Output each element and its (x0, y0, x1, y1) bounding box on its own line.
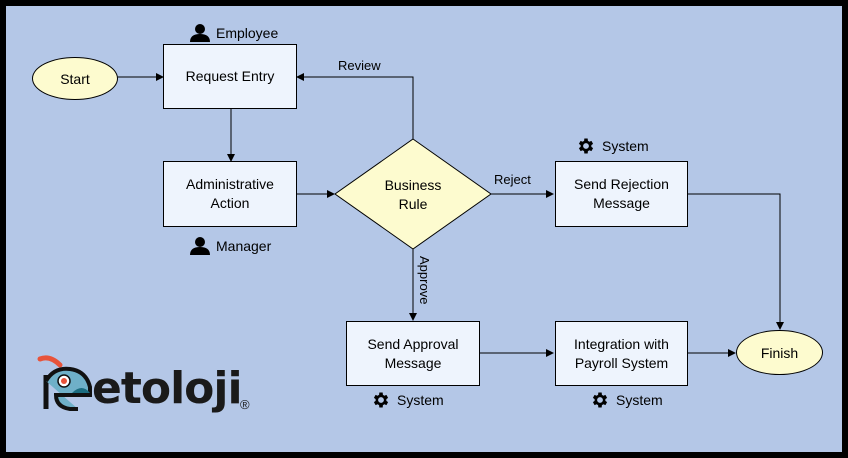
role-manager: Manager (190, 237, 271, 255)
send-approval-node[interactable]: Send Approval Message (346, 321, 480, 386)
finish-node[interactable]: Finish (736, 330, 823, 375)
role-system-approval-label: System (397, 392, 444, 408)
send-rejection-label: Send Rejection Message (574, 176, 669, 211)
role-employee: Employee (190, 24, 278, 42)
role-manager-label: Manager (216, 238, 272, 254)
edge-label-review: Review (338, 58, 381, 73)
business-rule-label: Business Rule (384, 177, 442, 212)
edge-rejection-finish (688, 193, 784, 330)
role-system-rejection-label: System (602, 138, 649, 154)
start-label: Start (60, 70, 90, 87)
role-system-approval: System (371, 390, 444, 410)
gear-icon (578, 138, 594, 154)
role-employee-label: Employee (216, 25, 279, 41)
role-system-integration-label: System (616, 392, 663, 408)
logo: etoloji ® (34, 351, 264, 423)
administrative-action-node[interactable]: Administrative Action (163, 161, 297, 227)
edge-review (296, 73, 414, 139)
person-icon (190, 24, 210, 42)
start-node[interactable]: Start (32, 57, 118, 100)
role-system-integration: System (590, 390, 663, 410)
logo-registered-mark: ® (240, 397, 250, 412)
bird-logo-icon (37, 355, 92, 411)
edge-label-reject: Reject (494, 172, 531, 187)
integration-node[interactable]: Integration with Payroll System (555, 321, 688, 386)
person-icon (190, 237, 210, 255)
send-rejection-node[interactable]: Send Rejection Message (555, 161, 688, 227)
gear-icon (592, 392, 608, 408)
diagram-canvas: Start Employee Request Entry Review Admi… (6, 6, 842, 452)
logo-text: etoloji (92, 363, 243, 414)
send-approval-label: Send Approval Message (367, 335, 459, 371)
administrative-action-label: Administrative Action (186, 176, 274, 211)
integration-label: Integration with Payroll System (574, 335, 669, 371)
edge-label-approve: Approve (417, 256, 432, 305)
request-entry-label: Request Entry (185, 68, 275, 84)
gear-icon (373, 392, 389, 408)
request-entry-node[interactable]: Request Entry (163, 44, 297, 109)
finish-label: Finish (760, 344, 799, 361)
role-system-rejection: System (576, 136, 649, 156)
connectors (118, 73, 784, 357)
decision-diamond[interactable] (334, 138, 492, 250)
